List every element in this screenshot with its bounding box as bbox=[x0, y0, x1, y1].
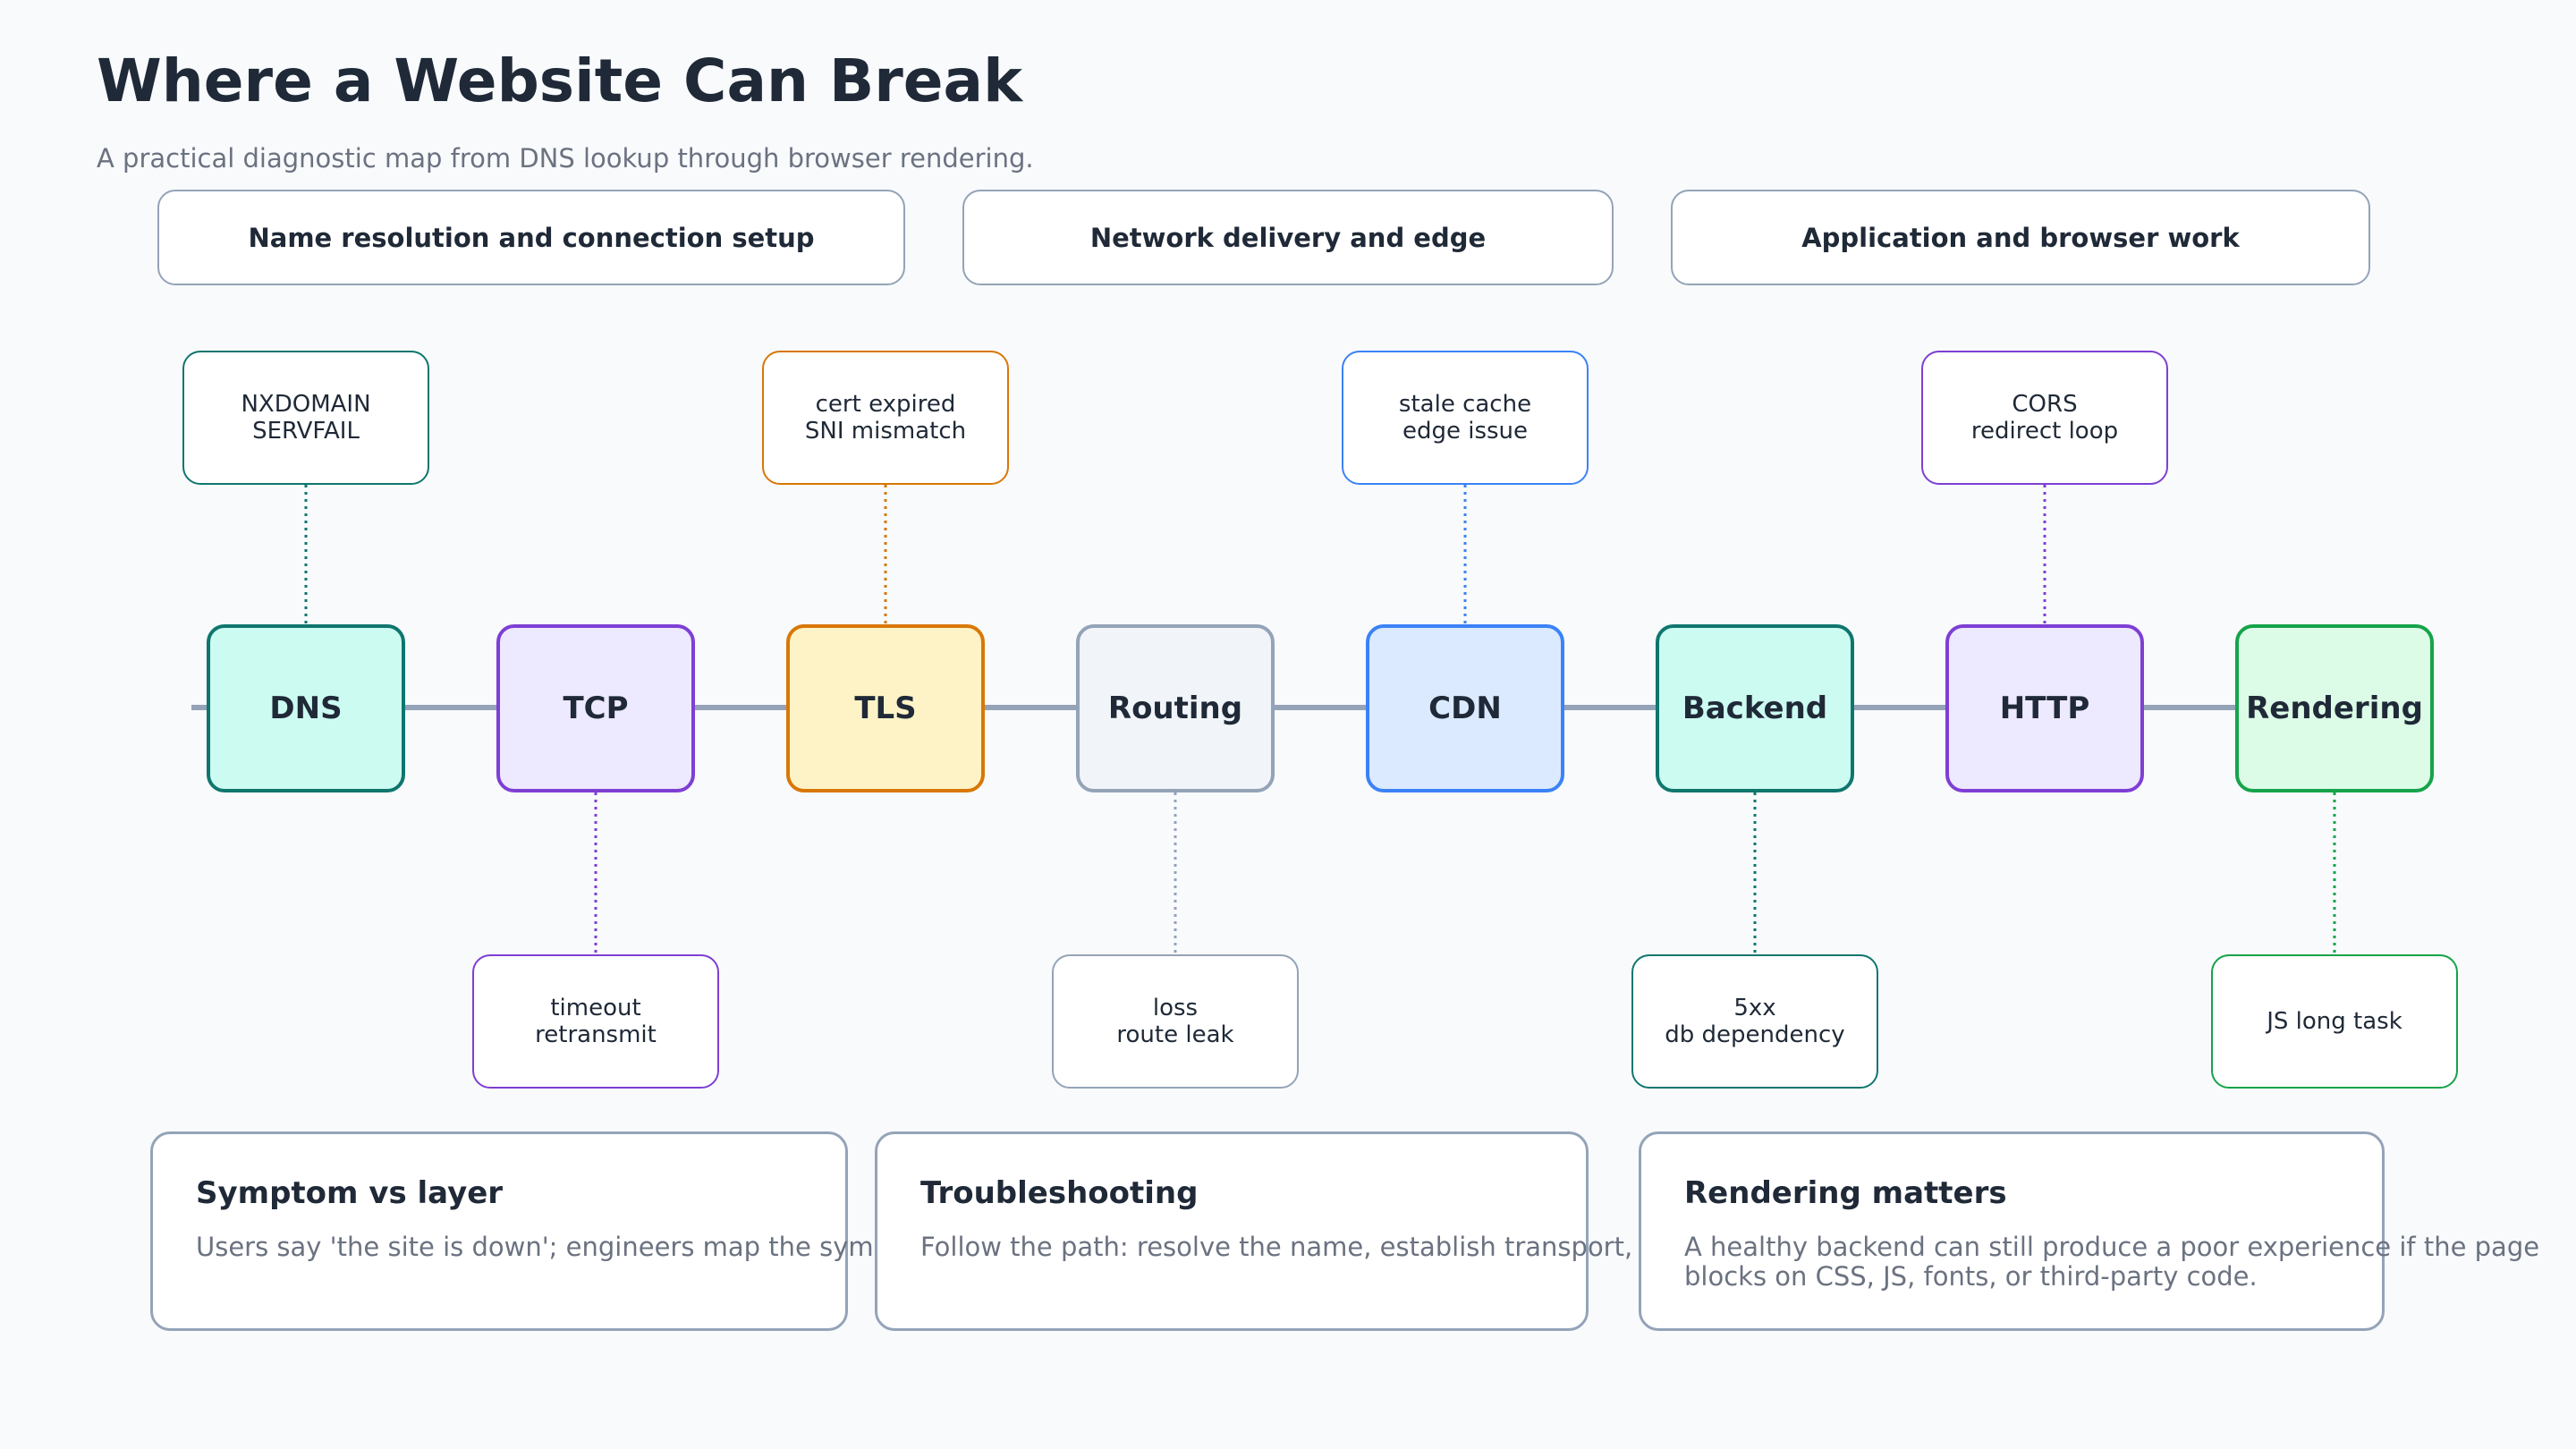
card-title: Troubleshooting bbox=[920, 1175, 1199, 1211]
layer-node-dns: DNS bbox=[207, 624, 405, 792]
layer-label: Backend bbox=[1682, 691, 1828, 726]
failure-note-line: route leak bbox=[1116, 1021, 1234, 1048]
layer-label: TCP bbox=[563, 691, 629, 726]
failure-note-line: retransmit bbox=[535, 1021, 657, 1048]
layer-node-backend: Backend bbox=[1656, 624, 1854, 792]
layer-node-rendering: Rendering bbox=[2235, 624, 2434, 792]
group-connection-setup: Name resolution and connection setup bbox=[157, 190, 905, 285]
card-body-line: A healthy backend can still produce a po… bbox=[1684, 1232, 2540, 1262]
layer-label: DNS bbox=[269, 691, 343, 726]
failure-note-line: db dependency bbox=[1665, 1021, 1845, 1048]
failure-note-line: NXDOMAIN bbox=[241, 391, 371, 418]
failure-note-line: edge issue bbox=[1402, 418, 1529, 445]
page-title: Where a Website Can Break bbox=[97, 47, 1022, 115]
failure-note-line: loss bbox=[1152, 995, 1199, 1021]
layer-node-routing: Routing bbox=[1076, 624, 1275, 792]
group-network-edge: Network delivery and edge bbox=[962, 190, 1614, 285]
failure-note-line: cert expired bbox=[815, 391, 956, 418]
layer-label: TLS bbox=[854, 691, 917, 726]
layer-node-cdn: CDN bbox=[1366, 624, 1564, 792]
failure-note-rendering: JS long task bbox=[2211, 954, 2458, 1089]
failure-note-line: stale cache bbox=[1398, 391, 1532, 418]
card-body: A healthy backend can still produce a po… bbox=[1684, 1233, 2539, 1292]
card-troubleshooting: Troubleshooting Follow the path: resolve… bbox=[875, 1131, 2226, 1331]
card-body-line: blocks on CSS, JS, fonts, or third-party… bbox=[1684, 1261, 2258, 1292]
group-application-browser: Application and browser work bbox=[1671, 190, 2370, 285]
card-symptom-vs-layer: Symptom vs layer Users say 'the site is … bbox=[150, 1131, 1185, 1331]
layer-label: Rendering bbox=[2246, 691, 2423, 726]
failure-note-line: CORS bbox=[2012, 391, 2078, 418]
layer-label: Routing bbox=[1107, 691, 1243, 726]
layer-label: CDN bbox=[1428, 691, 1502, 726]
failure-note-line: timeout bbox=[550, 995, 641, 1021]
layer-node-http: HTTP bbox=[1945, 624, 2144, 792]
card-title: Symptom vs layer bbox=[196, 1175, 504, 1211]
failure-note-line: JS long task bbox=[2267, 1008, 2402, 1035]
layer-node-tcp: TCP bbox=[496, 624, 695, 792]
failure-note-line: SNI mismatch bbox=[804, 418, 967, 445]
failure-note-line: SERVFAIL bbox=[252, 418, 360, 445]
card-rendering-matters: Rendering matters A healthy backend can … bbox=[1639, 1131, 2539, 1331]
failure-note-line: 5xx bbox=[1733, 995, 1776, 1021]
failure-note-line: redirect loop bbox=[1970, 418, 2119, 445]
layer-node-tls: TLS bbox=[786, 624, 985, 792]
card-title: Rendering matters bbox=[1684, 1175, 2007, 1211]
layer-label: HTTP bbox=[1999, 691, 2090, 726]
page-subtitle: A practical diagnostic map from DNS look… bbox=[97, 143, 1034, 174]
